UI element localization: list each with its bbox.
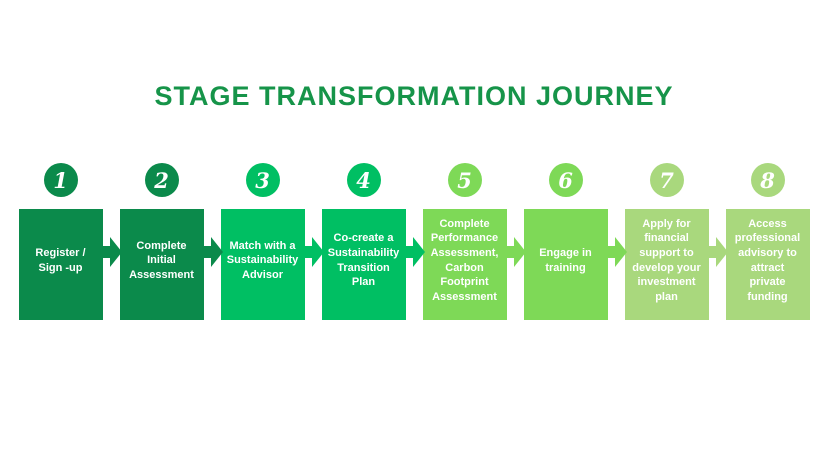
step-5-box: Complete Performance Assessment, Carbon … bbox=[422, 209, 526, 320]
step-1-box: Register / Sign -up bbox=[18, 209, 122, 320]
step-5-label: Complete Performance Assessment, Carbon … bbox=[430, 217, 499, 303]
step-1-number-badge: 1 bbox=[43, 163, 78, 197]
step-4-box: Co-create a Sustainability Transition Pl… bbox=[321, 209, 425, 320]
arrow-right-icon bbox=[200, 237, 223, 267]
arrow-right-icon bbox=[503, 237, 526, 267]
step-3-number-badge: 3 bbox=[245, 163, 280, 197]
step-4-number-badge: 4 bbox=[346, 163, 381, 197]
step-5-number: 5 bbox=[457, 167, 472, 193]
step-4-number: 4 bbox=[356, 167, 371, 193]
step-7: 7 Apply for financial support to develop… bbox=[624, 163, 728, 320]
step-1-label: Register / Sign -up bbox=[35, 246, 86, 274]
step-6-number: 6 bbox=[558, 167, 573, 193]
step-6-number-badge: 6 bbox=[548, 163, 583, 197]
step-8-label: Access professional advisory to attract … bbox=[734, 217, 801, 303]
step-2: 2 Complete Initial Assessment bbox=[119, 163, 223, 320]
step-2-label: Complete Initial Assessment bbox=[129, 239, 194, 281]
step-2-box: Complete Initial Assessment bbox=[119, 209, 223, 320]
step-5-number-badge: 5 bbox=[447, 163, 482, 197]
arrow-right-icon bbox=[604, 237, 627, 267]
step-2-number: 2 bbox=[154, 167, 169, 193]
arrow-right-icon bbox=[301, 237, 324, 267]
step-6-box: Engage in training bbox=[523, 209, 627, 320]
journey-steps-row: 1 Register / Sign -up 2 Complete Initial… bbox=[0, 163, 828, 320]
step-8-number: 8 bbox=[760, 167, 775, 193]
step-6-label: Engage in training bbox=[539, 246, 592, 274]
step-7-label: Apply for financial support to develop y… bbox=[632, 217, 701, 303]
step-4-label: Co-create a Sustainability Transition Pl… bbox=[327, 232, 400, 289]
step-3-number: 3 bbox=[255, 167, 270, 193]
step-1: 1 Register / Sign -up bbox=[18, 163, 122, 320]
page-title: STAGE TRANSFORMATION JOURNEY bbox=[154, 81, 674, 111]
step-5: 5 Complete Performance Assessment, Carbo… bbox=[422, 163, 526, 320]
step-7-number: 7 bbox=[659, 167, 674, 193]
step-8-number-badge: 8 bbox=[750, 163, 785, 197]
step-6: 6 Engage in training bbox=[523, 163, 627, 320]
step-3-box: Match with a Sustainability Advisor bbox=[220, 209, 324, 320]
step-1-number: 1 bbox=[53, 167, 68, 193]
step-8: 8 Access professional advisory to attrac… bbox=[725, 163, 810, 320]
arrow-right-icon bbox=[705, 237, 728, 267]
step-3: 3 Match with a Sustainability Advisor bbox=[220, 163, 324, 320]
step-7-number-badge: 7 bbox=[649, 163, 684, 197]
step-2-number-badge: 2 bbox=[144, 163, 179, 197]
arrow-right-icon bbox=[99, 237, 122, 267]
step-8-box: Access professional advisory to attract … bbox=[725, 209, 810, 320]
step-3-label: Match with a Sustainability Advisor bbox=[226, 239, 299, 281]
step-4: 4 Co-create a Sustainability Transition … bbox=[321, 163, 425, 320]
arrow-right-icon bbox=[402, 237, 425, 267]
step-7-box: Apply for financial support to develop y… bbox=[624, 209, 728, 320]
